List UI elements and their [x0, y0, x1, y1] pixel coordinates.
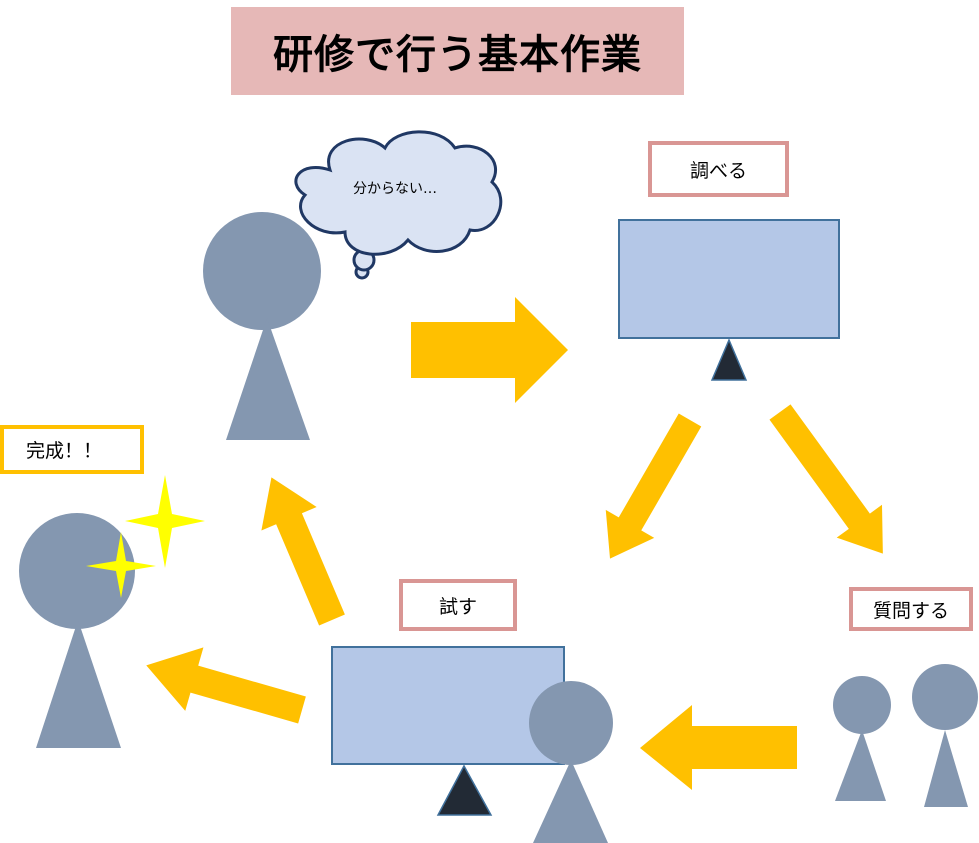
- diagram-title: 研修で行う基本作業: [273, 32, 642, 78]
- research-monitor: [618, 219, 840, 381]
- label-research: 調べる: [648, 141, 789, 197]
- title-box: 研修で行う基本作業: [231, 7, 684, 95]
- label-ask: 質問する: [849, 587, 973, 631]
- arrow-try-to-thinking: [261, 477, 345, 626]
- try-monitor: [331, 646, 565, 816]
- thought-text: 分からない…: [353, 181, 437, 197]
- confused-person-figure: [203, 212, 321, 440]
- label-try: 試す: [399, 579, 517, 631]
- label-done: 完成！！: [0, 425, 144, 474]
- arrow-research-to-ask: [769, 404, 883, 554]
- sparkle-small: [86, 532, 156, 598]
- sparkle-large: [125, 475, 205, 568]
- arrow-ask-to-try: [640, 705, 797, 790]
- arrow-research-to-try: [605, 413, 702, 559]
- thought-cloud: [294, 130, 503, 280]
- trying-person-figure: [529, 681, 613, 843]
- asking-people: [833, 664, 978, 807]
- arrow-to-research: [411, 297, 568, 403]
- done-person-figure: [19, 513, 135, 748]
- arrow-try-to-done: [146, 647, 306, 724]
